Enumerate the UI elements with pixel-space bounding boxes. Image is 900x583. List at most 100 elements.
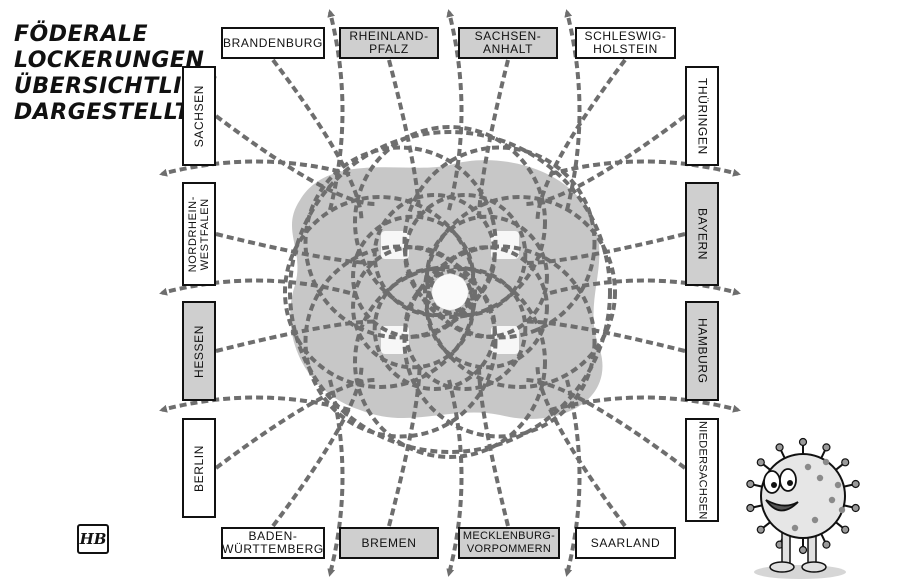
artist-signature: HB bbox=[77, 524, 109, 554]
dashed-connector bbox=[524, 319, 686, 353]
dashed-loop bbox=[423, 195, 617, 389]
dashed-connector bbox=[214, 114, 376, 206]
caption-line-1: FÖDERALE bbox=[14, 22, 149, 47]
virus-spike-tip bbox=[746, 503, 755, 513]
virus-spike-tip bbox=[775, 443, 784, 452]
dashed-connector bbox=[214, 378, 376, 470]
state-box-bremen: BREMEN bbox=[339, 527, 439, 559]
virus-spike-tip bbox=[851, 479, 860, 489]
state-box-saarland: SAARLAND bbox=[575, 527, 676, 559]
state-label: BAYERN bbox=[695, 207, 710, 261]
exit-arrows bbox=[159, 9, 741, 577]
caption-line-2: LOCKERUNGEN bbox=[14, 48, 205, 73]
dashed-connector bbox=[477, 59, 510, 222]
virus-spot bbox=[804, 463, 812, 471]
state-box-brandenburg: BRANDENBURG bbox=[221, 27, 325, 59]
virus-spike-tip bbox=[756, 458, 765, 467]
virus-spike-tip bbox=[756, 525, 765, 534]
virus-pupil bbox=[787, 480, 793, 486]
virus-spot bbox=[822, 458, 830, 466]
exit-arrow bbox=[446, 379, 464, 577]
dashed-loop bbox=[372, 266, 497, 391]
virus-spike-tip bbox=[746, 479, 755, 489]
dashed-loop bbox=[288, 130, 612, 454]
dashed-loop bbox=[403, 266, 528, 391]
dashed-loop bbox=[424, 214, 549, 339]
cartoon-caption: FÖDERALE LOCKERUNGEN ÜBERSICHTLICH DARGE… bbox=[14, 22, 218, 126]
virus-spot bbox=[838, 506, 846, 514]
state-box-baden-wuerttemberg: BADEN- WÜRTTEMBERG bbox=[221, 527, 325, 559]
dashed-loop bbox=[351, 214, 476, 339]
state-label: BRANDENBURG bbox=[223, 35, 323, 50]
virus-spot bbox=[834, 481, 842, 489]
dashed-loop bbox=[402, 145, 597, 340]
dashed-connector bbox=[215, 319, 376, 353]
signature-text: HB bbox=[79, 530, 107, 548]
caption-line-4: DARGESTELLT: bbox=[14, 100, 199, 125]
state-label: HAMBURG bbox=[695, 318, 710, 384]
virus-foot bbox=[769, 561, 795, 573]
virus-spike-tip bbox=[851, 503, 860, 513]
dashed-loop bbox=[283, 195, 477, 389]
virus-spot bbox=[828, 496, 836, 504]
state-label: SAARLAND bbox=[590, 535, 661, 550]
dashed-loop bbox=[351, 245, 476, 370]
state-label: THÜRINGEN bbox=[695, 77, 710, 155]
state-label: BREMEN bbox=[361, 535, 417, 550]
state-box-berlin: BERLIN bbox=[182, 418, 216, 518]
dashed-connector bbox=[271, 365, 364, 528]
virus-spot bbox=[811, 516, 819, 524]
virus-grin bbox=[765, 499, 799, 512]
virus-foot bbox=[801, 561, 827, 573]
exit-arrow bbox=[446, 9, 464, 211]
virus-spot bbox=[816, 474, 824, 482]
state-label: NIEDERSACHSEN bbox=[696, 420, 709, 520]
virus-spike-tip bbox=[822, 540, 831, 549]
state-box-niedersachsen: NIEDERSACHSEN bbox=[685, 418, 719, 522]
virus-eye bbox=[779, 468, 797, 492]
dashed-connector bbox=[524, 232, 686, 265]
state-box-bayern: BAYERN bbox=[685, 182, 719, 286]
exit-arrow bbox=[564, 9, 582, 211]
state-box-hamburg: HAMBURG bbox=[685, 301, 719, 401]
virus-spike-tip bbox=[798, 545, 808, 555]
dashed-loop bbox=[372, 193, 497, 318]
dashed-paths bbox=[214, 58, 687, 528]
tangle-blob-window bbox=[381, 326, 409, 354]
dashed-connector bbox=[524, 114, 687, 206]
state-box-schleswig-holstein: SCHLESWIG- HOLSTEIN bbox=[575, 27, 676, 59]
exit-arrow bbox=[549, 395, 741, 413]
virus-character bbox=[746, 437, 860, 579]
dashed-loop bbox=[424, 245, 549, 370]
virus-shadow bbox=[754, 565, 846, 579]
state-box-hessen: HESSEN bbox=[182, 301, 216, 401]
dashed-connector bbox=[387, 365, 422, 527]
exit-arrow bbox=[159, 278, 351, 296]
virus-body bbox=[760, 453, 846, 539]
state-label: HESSEN bbox=[191, 324, 206, 378]
tangle-blob-hole bbox=[432, 274, 468, 310]
state-box-sachsen-anhalt: SACHSEN- ANHALT bbox=[458, 27, 558, 59]
dashed-loop bbox=[353, 125, 547, 319]
virus-spike-tip bbox=[841, 458, 850, 467]
state-label: SACHSEN- ANHALT bbox=[474, 29, 542, 56]
virus-spot bbox=[791, 524, 799, 532]
exit-arrow bbox=[549, 278, 741, 296]
caption-line-3: ÜBERSICHTLICH bbox=[14, 74, 218, 99]
state-label: NORDRHEIN- WESTFALEN bbox=[187, 195, 211, 273]
state-box-thueringen: THÜRINGEN bbox=[685, 66, 719, 166]
dashed-connector bbox=[477, 365, 510, 527]
exit-arrow bbox=[159, 159, 351, 177]
dashed-loop bbox=[402, 244, 597, 439]
state-label: BERLIN bbox=[191, 444, 206, 492]
dashed-loop bbox=[353, 265, 547, 459]
exit-arrow bbox=[549, 159, 741, 177]
state-label: RHEINLAND- PFALZ bbox=[349, 29, 429, 56]
virus-spike-tip bbox=[798, 437, 808, 447]
state-box-mecklenburg-vorpommern: MECKLENBURG- VORPOMMERN bbox=[458, 527, 560, 559]
state-label: BADEN- WÜRTTEMBERG bbox=[222, 529, 324, 556]
virus-spike-tip bbox=[822, 443, 831, 452]
virus-pupil bbox=[771, 482, 777, 488]
